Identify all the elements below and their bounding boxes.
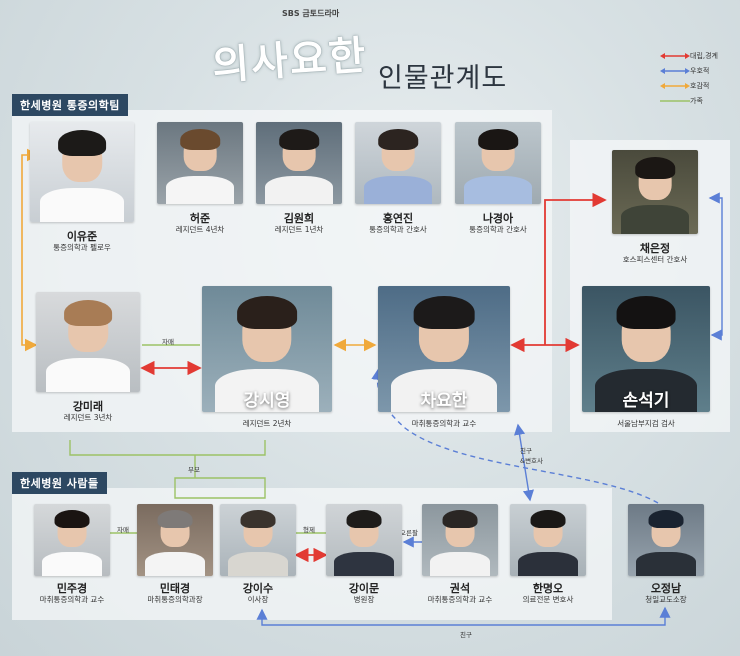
role-yeonjin: 통증의학과 간호사 xyxy=(369,225,427,234)
blue-double-arrow-icon xyxy=(660,67,690,74)
bigname-seokgi: 손석기 xyxy=(622,391,670,411)
role-wonhee: 레지던트 1년차 xyxy=(274,225,324,234)
photo-myungoh xyxy=(510,504,586,576)
line-family-parent xyxy=(174,455,266,499)
photo-yohan xyxy=(378,286,510,412)
section-label-people: 한세병원 사람들 xyxy=(12,472,107,494)
name-myungoh: 한명오 xyxy=(532,582,564,595)
role-seokgi: 서울남부지검 검사 xyxy=(617,419,675,428)
legend: 대립,경계 우호적 호감적 가족 xyxy=(660,48,718,108)
photo-taekyung xyxy=(137,504,213,576)
role-mirae: 레지던트 3년차 xyxy=(63,413,113,422)
legend-label: 호감적 xyxy=(690,81,710,90)
photo-seokgi xyxy=(582,286,710,412)
name-kyunga: 나경아 xyxy=(482,212,514,225)
name-heojun: 허준 xyxy=(189,212,211,225)
role-isu: 이사장 xyxy=(247,595,269,604)
legend-item-conflict: 대립,경계 xyxy=(660,48,718,63)
legend-item-friendly: 우호적 xyxy=(660,63,718,78)
broadcaster-label: SBS 금토드라마 xyxy=(282,9,340,18)
photo-kyunga xyxy=(455,122,541,204)
role-heojun: 레지던트 4년차 xyxy=(175,225,225,234)
photo-jeongnam xyxy=(628,504,704,576)
role-imun: 병원장 xyxy=(353,595,375,604)
role-taekyung: 마취통증의학과장 xyxy=(147,595,203,604)
role-eunjeong: 호스피스센터 간호사 xyxy=(622,255,688,264)
name-taekyung: 민태경 xyxy=(159,582,191,595)
photo-isu xyxy=(220,504,296,576)
legend-item-family: 가족 xyxy=(660,93,718,108)
photo-kwonseok xyxy=(422,504,498,576)
role-kwonseok: 마취통증의학과 교수 xyxy=(427,595,493,604)
photo-heojun xyxy=(157,122,243,204)
photo-imun xyxy=(326,504,402,576)
line-yohan-eunjeong xyxy=(544,192,607,345)
name-imun: 강이문 xyxy=(348,582,380,595)
line-yohan-myungoh xyxy=(514,423,534,502)
line-eunjeong-seokgi xyxy=(708,192,723,341)
line-jeongnam-yohan xyxy=(371,368,659,504)
name-wonhee: 김원희 xyxy=(283,212,315,225)
name-kwonseok: 권석 xyxy=(449,582,471,595)
legend-item-favor: 호감적 xyxy=(660,78,718,93)
name-jeongnam: 오정남 xyxy=(650,582,682,595)
role-yoojun: 통증의학과 펠로우 xyxy=(53,243,111,252)
name-yoojun: 이유준 xyxy=(66,230,98,243)
name-yeonjin: 홍연진 xyxy=(382,212,414,225)
role-yohan: 마취통증의학과 교수 xyxy=(411,419,477,428)
photo-yoojun xyxy=(30,122,134,222)
orange-double-arrow-icon xyxy=(660,82,690,89)
red-double-arrow-icon xyxy=(660,52,690,59)
line-jeongnam-isu xyxy=(256,606,671,626)
photo-yeonjin xyxy=(355,122,441,204)
relation-right-hand: 오른팔 xyxy=(400,529,418,537)
legend-label: 가족 xyxy=(690,96,703,105)
name-mirae: 강미래 xyxy=(72,400,104,413)
relation-friend-bottom: 친구 xyxy=(460,631,472,639)
photo-mirae xyxy=(36,292,140,392)
page-subtitle: 인물관계도 xyxy=(378,63,508,94)
legend-label: 대립,경계 xyxy=(690,51,718,60)
bigname-siyoung: 강시영 xyxy=(243,391,291,411)
relation-sisters-a: 자매 xyxy=(162,338,174,346)
relation-sisters-b: 자매 xyxy=(117,526,129,534)
role-jeongnam: 청일교도소장 xyxy=(645,595,687,604)
photo-wonhee xyxy=(256,122,342,204)
legend-label: 우호적 xyxy=(690,66,710,75)
relation-parent: 부모 xyxy=(188,466,200,474)
green-line-icon xyxy=(660,99,690,102)
relation-brothers: 형제 xyxy=(303,526,315,534)
bigname-yohan: 차요한 xyxy=(420,391,468,411)
role-siyoung: 레지던트 2년차 xyxy=(242,419,292,428)
name-eunjeong: 채은정 xyxy=(639,242,671,255)
role-jukyung: 마취통증의학과 교수 xyxy=(39,595,105,604)
section-label-team: 한세병원 통증의학팀 xyxy=(12,94,128,116)
relation-friend-lawyer: 친구 &변호사 xyxy=(520,447,544,465)
role-myungoh: 의료전문 변호사 xyxy=(522,595,574,604)
name-isu: 강이수 xyxy=(242,582,274,595)
photo-eunjeong xyxy=(612,150,698,234)
role-kyunga: 통증의학과 간호사 xyxy=(469,225,527,234)
photo-siyoung xyxy=(202,286,332,412)
photo-jukyung xyxy=(34,504,110,576)
line-family-daughters xyxy=(69,440,266,456)
name-jukyung: 민주경 xyxy=(56,582,88,595)
